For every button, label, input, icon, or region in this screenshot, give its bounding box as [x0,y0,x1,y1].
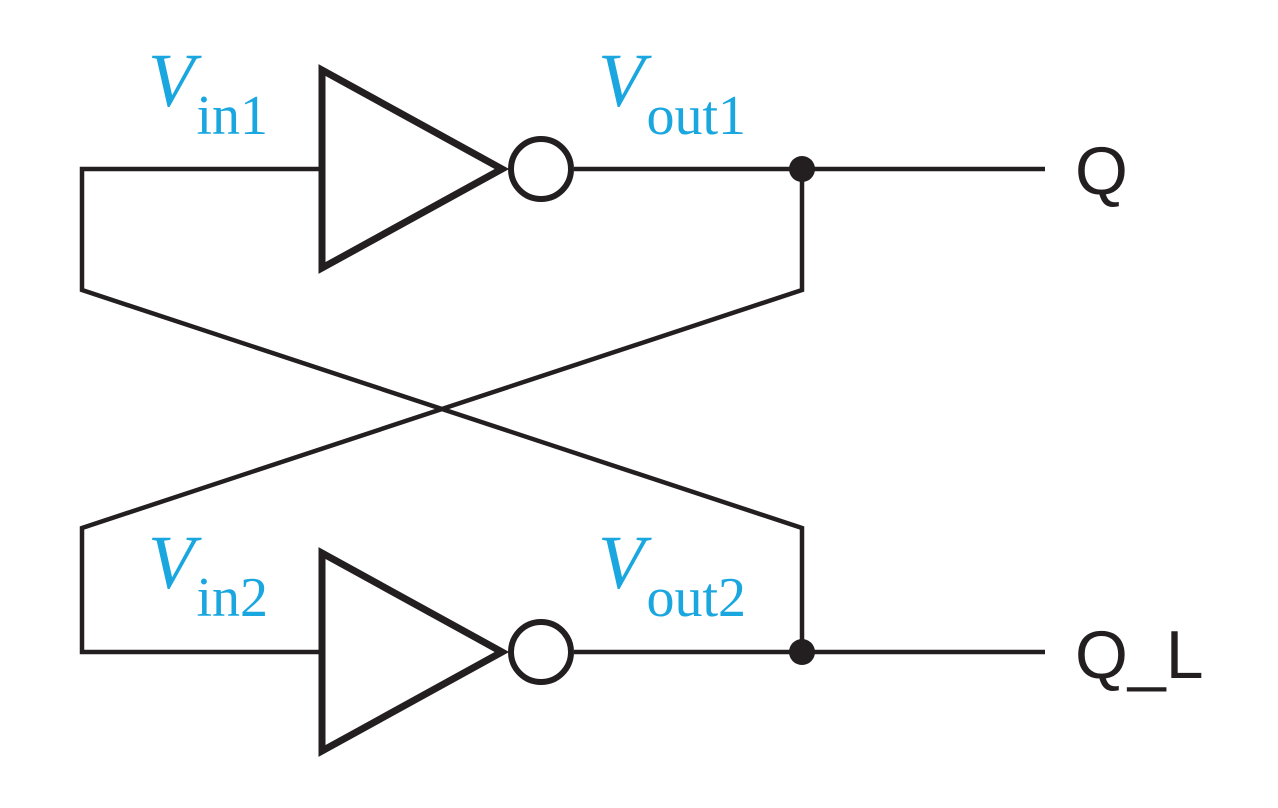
vin2-label: Vin2 [148,521,268,629]
top-inverter-triangle [318,64,510,274]
q-l-output-label: Q_L [1075,617,1204,693]
vout2-subscript: out2 [646,567,746,629]
top-inverter-bubble [508,136,574,202]
bottom-input-wire [79,169,805,655]
top-junction-dot [789,156,815,182]
vout1-label: Vout1 [598,39,746,147]
vin2-subscript: in2 [196,567,268,629]
top-input-wire [79,166,805,652]
vin1-main: V [148,39,202,123]
bottom-inverter-triangle [318,547,510,757]
bottom-inverter [318,547,574,757]
bottom-inverter-bubble [508,619,574,685]
q-output-label: Q [1075,133,1128,209]
vout2-label: Vout2 [598,521,746,629]
vout2-main: V [598,521,652,605]
vin1-label: Vin1 [148,39,268,147]
vout1-subscript: out1 [646,85,746,147]
vin2-main: V [148,521,202,605]
top-inverter [318,64,574,274]
vout1-main: V [598,39,652,123]
vin1-subscript: in1 [196,85,268,147]
bottom-junction-dot [789,639,815,665]
